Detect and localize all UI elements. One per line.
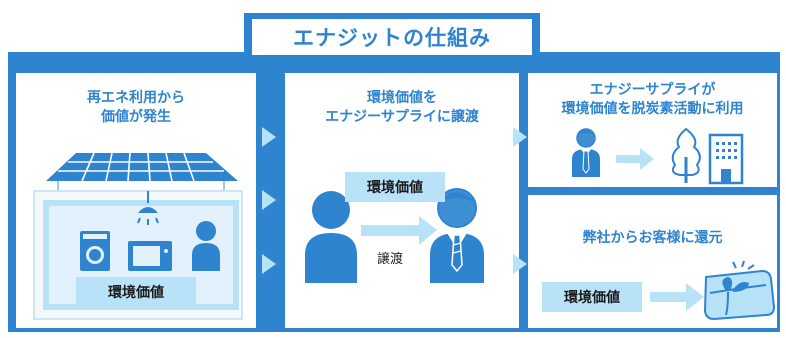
panel-return: 弊社からお客様に還元 環境価値 <box>528 195 777 328</box>
arrow-right-icon <box>262 190 276 210</box>
use-illustration <box>572 127 744 185</box>
tag-environmental-value-1: 環境価値 <box>76 277 196 307</box>
panel-return-title: 弊社からお客様に還元 <box>582 230 723 246</box>
panel-use: エナジーサプライが 環境価値を脱炭素活動に利用 <box>528 73 777 187</box>
title-box: エナジットの仕組み <box>244 13 540 61</box>
ceiling-lamp-icon <box>137 191 159 225</box>
return-illustration <box>650 260 776 321</box>
diagram-title: エナジットの仕組み <box>252 19 532 55</box>
building-icon <box>708 133 744 185</box>
panel-transfer: 環境価値を エナジーサプライに譲渡 環境価値 譲渡 <box>285 73 519 328</box>
tag-environmental-value-2: 環境価値 <box>345 172 445 202</box>
panel-transfer-title-line1: 環境価値を <box>367 90 437 106</box>
panel-generate: 再エネ利用から 価値が発生 <box>16 73 256 328</box>
businessman-icon <box>430 188 484 283</box>
transfer-illustration <box>305 188 484 283</box>
tree-icon <box>671 127 701 183</box>
panel-use-title-line1: エナジーサプライが <box>589 82 716 98</box>
arrow-right-icon <box>361 216 437 245</box>
tag-environmental-value-3: 環境価値 <box>542 282 642 312</box>
arrow-right-icon <box>650 283 704 311</box>
person-icon <box>192 221 220 271</box>
panel-generate-title-line2: 価値が発生 <box>101 109 171 125</box>
arrow-right-icon <box>262 127 276 147</box>
gift-card-icon <box>703 260 776 321</box>
microwave-icon <box>128 241 172 271</box>
panel-generate-title-line1: 再エネ利用から <box>87 90 185 106</box>
washing-machine-icon <box>80 231 110 271</box>
arrow-right-icon <box>616 148 654 170</box>
arrow-right-icon <box>513 127 527 147</box>
arrow-right-icon <box>262 254 276 274</box>
businessman-icon <box>572 128 600 177</box>
panel-transfer-title-line2: エナジーサプライに譲渡 <box>325 109 479 125</box>
person-icon <box>305 191 357 283</box>
transfer-label: 譲渡 <box>377 252 404 267</box>
arrow-right-icon <box>513 254 527 274</box>
panel-use-title-line2: 環境価値を脱炭素活動に利用 <box>561 101 744 117</box>
solar-panel-icon <box>46 152 238 191</box>
